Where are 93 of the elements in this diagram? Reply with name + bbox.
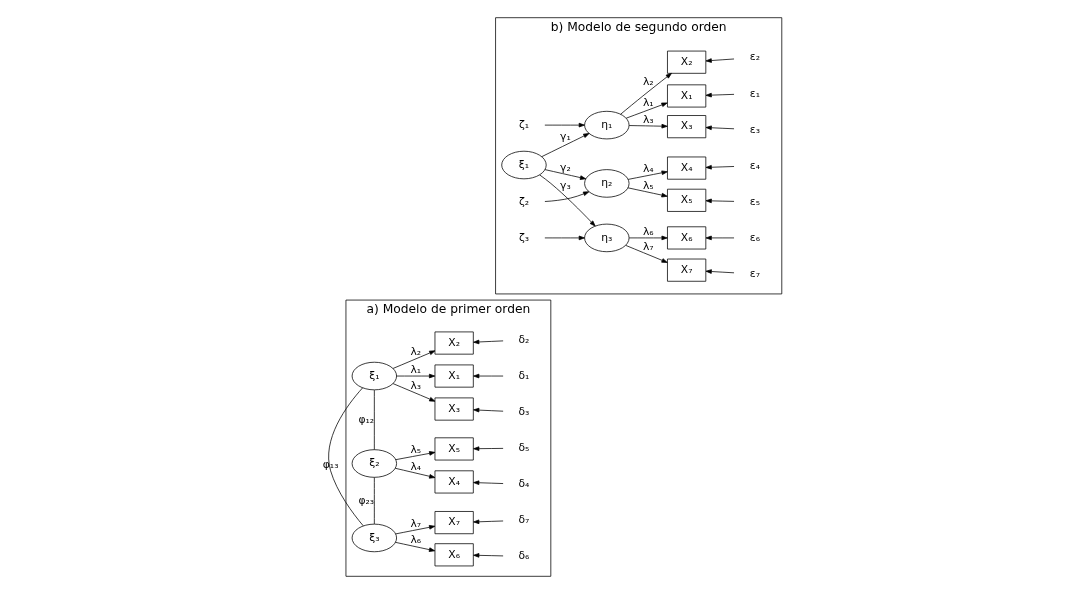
edge-label: γ₁ bbox=[559, 129, 571, 143]
edge-label: λ₅ bbox=[409, 442, 421, 456]
arrow bbox=[472, 553, 503, 558]
arrow bbox=[395, 373, 435, 379]
node-ellipse: η₃ bbox=[583, 223, 629, 253]
node-box: X₂ bbox=[434, 331, 474, 355]
node-ellipse: ξ₂ bbox=[351, 449, 397, 478]
edge-label: λ₆ bbox=[642, 225, 654, 238]
arrow bbox=[472, 480, 503, 485]
node-box: X₅ bbox=[666, 188, 706, 212]
node-box: X₃ bbox=[666, 115, 706, 139]
edge-label: λ₂ bbox=[409, 344, 421, 358]
arrow bbox=[472, 373, 503, 379]
arrow bbox=[628, 235, 668, 241]
arrow bbox=[705, 165, 734, 170]
edge-label: λ₄ bbox=[642, 162, 654, 176]
node-box: X₃ bbox=[434, 397, 474, 421]
arrow bbox=[392, 350, 435, 369]
arrow bbox=[394, 525, 435, 535]
connector bbox=[373, 389, 375, 451]
arrow bbox=[540, 133, 589, 158]
arrow bbox=[705, 269, 734, 274]
edge-label: γ₂ bbox=[559, 160, 571, 174]
node-text: δ₅ bbox=[518, 441, 529, 454]
edge-label: λ₇ bbox=[642, 240, 654, 254]
node-box: X₇ bbox=[666, 258, 706, 282]
node-text: ε₄ bbox=[749, 158, 760, 172]
arrow bbox=[394, 467, 435, 479]
connector bbox=[373, 477, 375, 525]
edge-label: λ₅ bbox=[642, 178, 654, 192]
node-text: ε₆ bbox=[749, 230, 760, 244]
arrow bbox=[543, 235, 585, 241]
node-text: ε₇ bbox=[749, 266, 760, 280]
node-text: δ₇ bbox=[518, 513, 529, 527]
edge-label: φ₁₂ bbox=[357, 412, 374, 426]
node-text: δ₁ bbox=[518, 368, 529, 382]
node-text: ε₅ bbox=[749, 194, 760, 208]
edge-label: λ₁ bbox=[642, 96, 654, 110]
edge-label: λ₃ bbox=[642, 112, 654, 126]
arrow bbox=[392, 383, 435, 402]
node-box: X₁ bbox=[434, 364, 474, 388]
arrow bbox=[627, 170, 668, 180]
edge-label: λ₆ bbox=[409, 533, 421, 547]
node-box: X₄ bbox=[434, 470, 474, 494]
edge-label: φ₁₃ bbox=[322, 457, 338, 471]
arrow bbox=[705, 92, 734, 98]
edge-label: γ₃ bbox=[559, 178, 571, 192]
edge-label: λ₁ bbox=[409, 363, 421, 377]
arrow bbox=[544, 169, 586, 180]
arrow bbox=[705, 235, 734, 241]
node-text: ε₂ bbox=[749, 50, 760, 64]
node-text: ζ₃ bbox=[518, 230, 529, 244]
node-box: X₆ bbox=[434, 543, 474, 567]
arrow bbox=[472, 446, 503, 451]
node-text: δ₃ bbox=[518, 404, 529, 418]
node-box: X₄ bbox=[666, 156, 706, 180]
node-text: ζ₁ bbox=[518, 117, 529, 131]
arrow bbox=[472, 407, 503, 413]
node-text: δ₆ bbox=[518, 549, 529, 563]
arrow bbox=[705, 125, 734, 130]
node-box: X₇ bbox=[434, 511, 474, 535]
arrow bbox=[628, 123, 668, 129]
node-ellipse: ξ₁ bbox=[351, 361, 397, 391]
node-ellipse: ξ₃ bbox=[351, 523, 397, 553]
node-box: X₁ bbox=[666, 84, 706, 108]
arrow bbox=[472, 519, 503, 525]
node-ellipse: ξ₁ bbox=[500, 150, 547, 180]
arrow bbox=[543, 122, 585, 128]
connector bbox=[327, 387, 364, 527]
edge-label: λ₄ bbox=[409, 459, 421, 473]
edge-label: λ₂ bbox=[642, 75, 654, 89]
arrow bbox=[624, 245, 668, 263]
edge-label: λ₇ bbox=[409, 516, 421, 530]
arrow bbox=[394, 541, 435, 552]
node-text: ζ₂ bbox=[518, 194, 529, 208]
arrow bbox=[705, 198, 734, 204]
node-box: X₂ bbox=[666, 50, 706, 74]
node-text: δ₂ bbox=[518, 332, 529, 346]
arrow bbox=[619, 72, 672, 115]
arrow bbox=[705, 58, 734, 63]
arrow bbox=[472, 339, 503, 345]
node-box: X₅ bbox=[434, 437, 474, 461]
node-box: X₆ bbox=[666, 226, 706, 250]
edge-label: λ₃ bbox=[409, 379, 421, 393]
arrow bbox=[625, 102, 668, 119]
arrow bbox=[627, 187, 668, 198]
arrow bbox=[395, 451, 435, 461]
node-text: ε₁ bbox=[749, 86, 760, 100]
edge-label: φ₂₃ bbox=[357, 493, 374, 507]
node-text: δ₄ bbox=[518, 477, 529, 491]
node-text: ε₃ bbox=[749, 122, 760, 136]
arrow bbox=[538, 174, 596, 227]
arrow bbox=[544, 191, 589, 202]
